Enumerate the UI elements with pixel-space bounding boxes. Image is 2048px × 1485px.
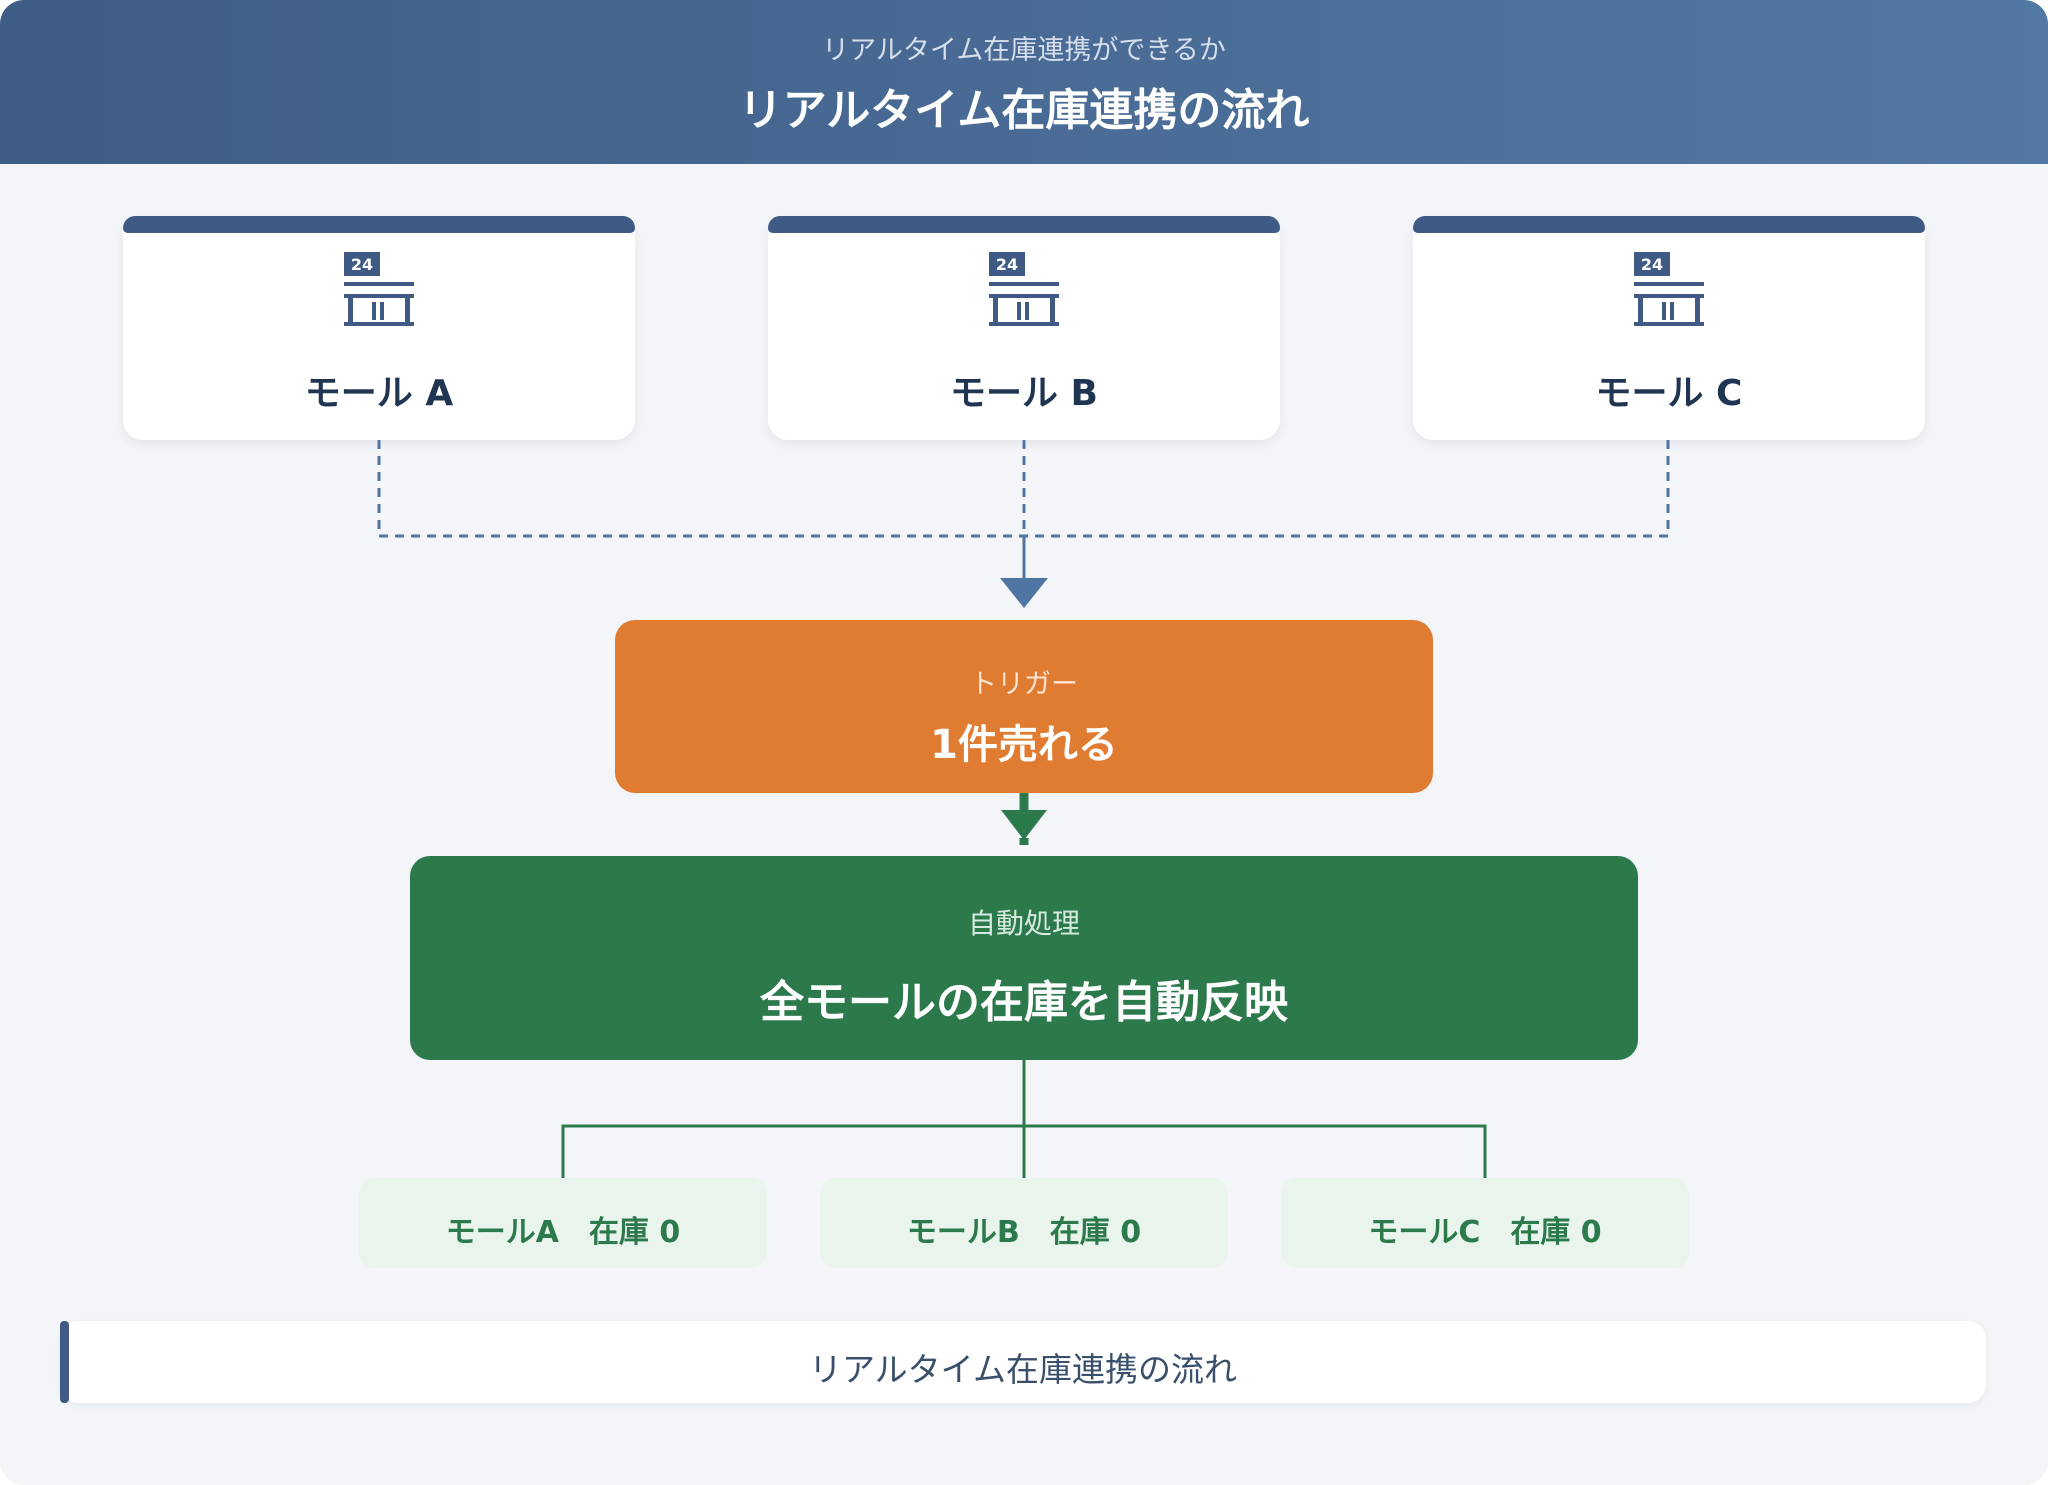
process-title: 全モールの在庫を自動反映 [760, 977, 1288, 1028]
result-text: モールA 在庫 0 [445, 1215, 681, 1250]
footer-accent-bar [60, 1321, 69, 1403]
trigger-box: トリガー 1件売れる [615, 620, 1433, 793]
mall-card-a: 24 モール A [123, 216, 635, 440]
card-accent-bar [1413, 216, 1925, 233]
mall-name: モール C [1595, 373, 1743, 414]
mall-card-b: 24 モール B [768, 216, 1280, 440]
footer-caption: リアルタイム在庫連携の流れ [808, 1350, 1237, 1389]
process-label: 自動処理 [967, 907, 1080, 940]
branch-lines [561, 1060, 1487, 1178]
mall-name: モール A [304, 373, 454, 414]
result-box-c: モールC 在庫 0 [1281, 1178, 1689, 1268]
header-subtitle: リアルタイム在庫連携ができるか [822, 35, 1226, 66]
svg-text:24: 24 [996, 255, 1018, 274]
mall-name: モール B [950, 373, 1098, 414]
footer-caption-box: リアルタイム在庫連携の流れ [60, 1321, 1986, 1403]
arrow-down-green-icon [1001, 810, 1047, 840]
header-banner: リアルタイム在庫連携ができるか リアルタイム在庫連携の流れ [0, 0, 2048, 164]
card-accent-bar [123, 216, 635, 233]
header-title: リアルタイム在庫連携の流れ [738, 85, 1310, 136]
result-text: モールB 在庫 0 [906, 1215, 1142, 1250]
store-24h-icon: 24 [989, 252, 1059, 326]
result-box-b: モールB 在庫 0 [820, 1178, 1228, 1268]
svg-text:24: 24 [351, 255, 373, 274]
trigger-title: 1件売れる [930, 722, 1118, 768]
store-24h-icon: 24 [344, 252, 414, 326]
trigger-label: トリガー [970, 669, 1078, 700]
process-box: 自動処理 全モールの在庫を自動反映 [410, 856, 1638, 1060]
result-box-a: モールA 在庫 0 [359, 1178, 767, 1268]
card-accent-bar [768, 216, 1280, 233]
svg-text:24: 24 [1641, 255, 1663, 274]
arrow-down-blue-icon [1000, 578, 1048, 608]
store-24h-icon: 24 [1634, 252, 1704, 326]
result-text: モールC 在庫 0 [1368, 1215, 1602, 1250]
mall-card-c: 24 モール C [1413, 216, 1925, 440]
